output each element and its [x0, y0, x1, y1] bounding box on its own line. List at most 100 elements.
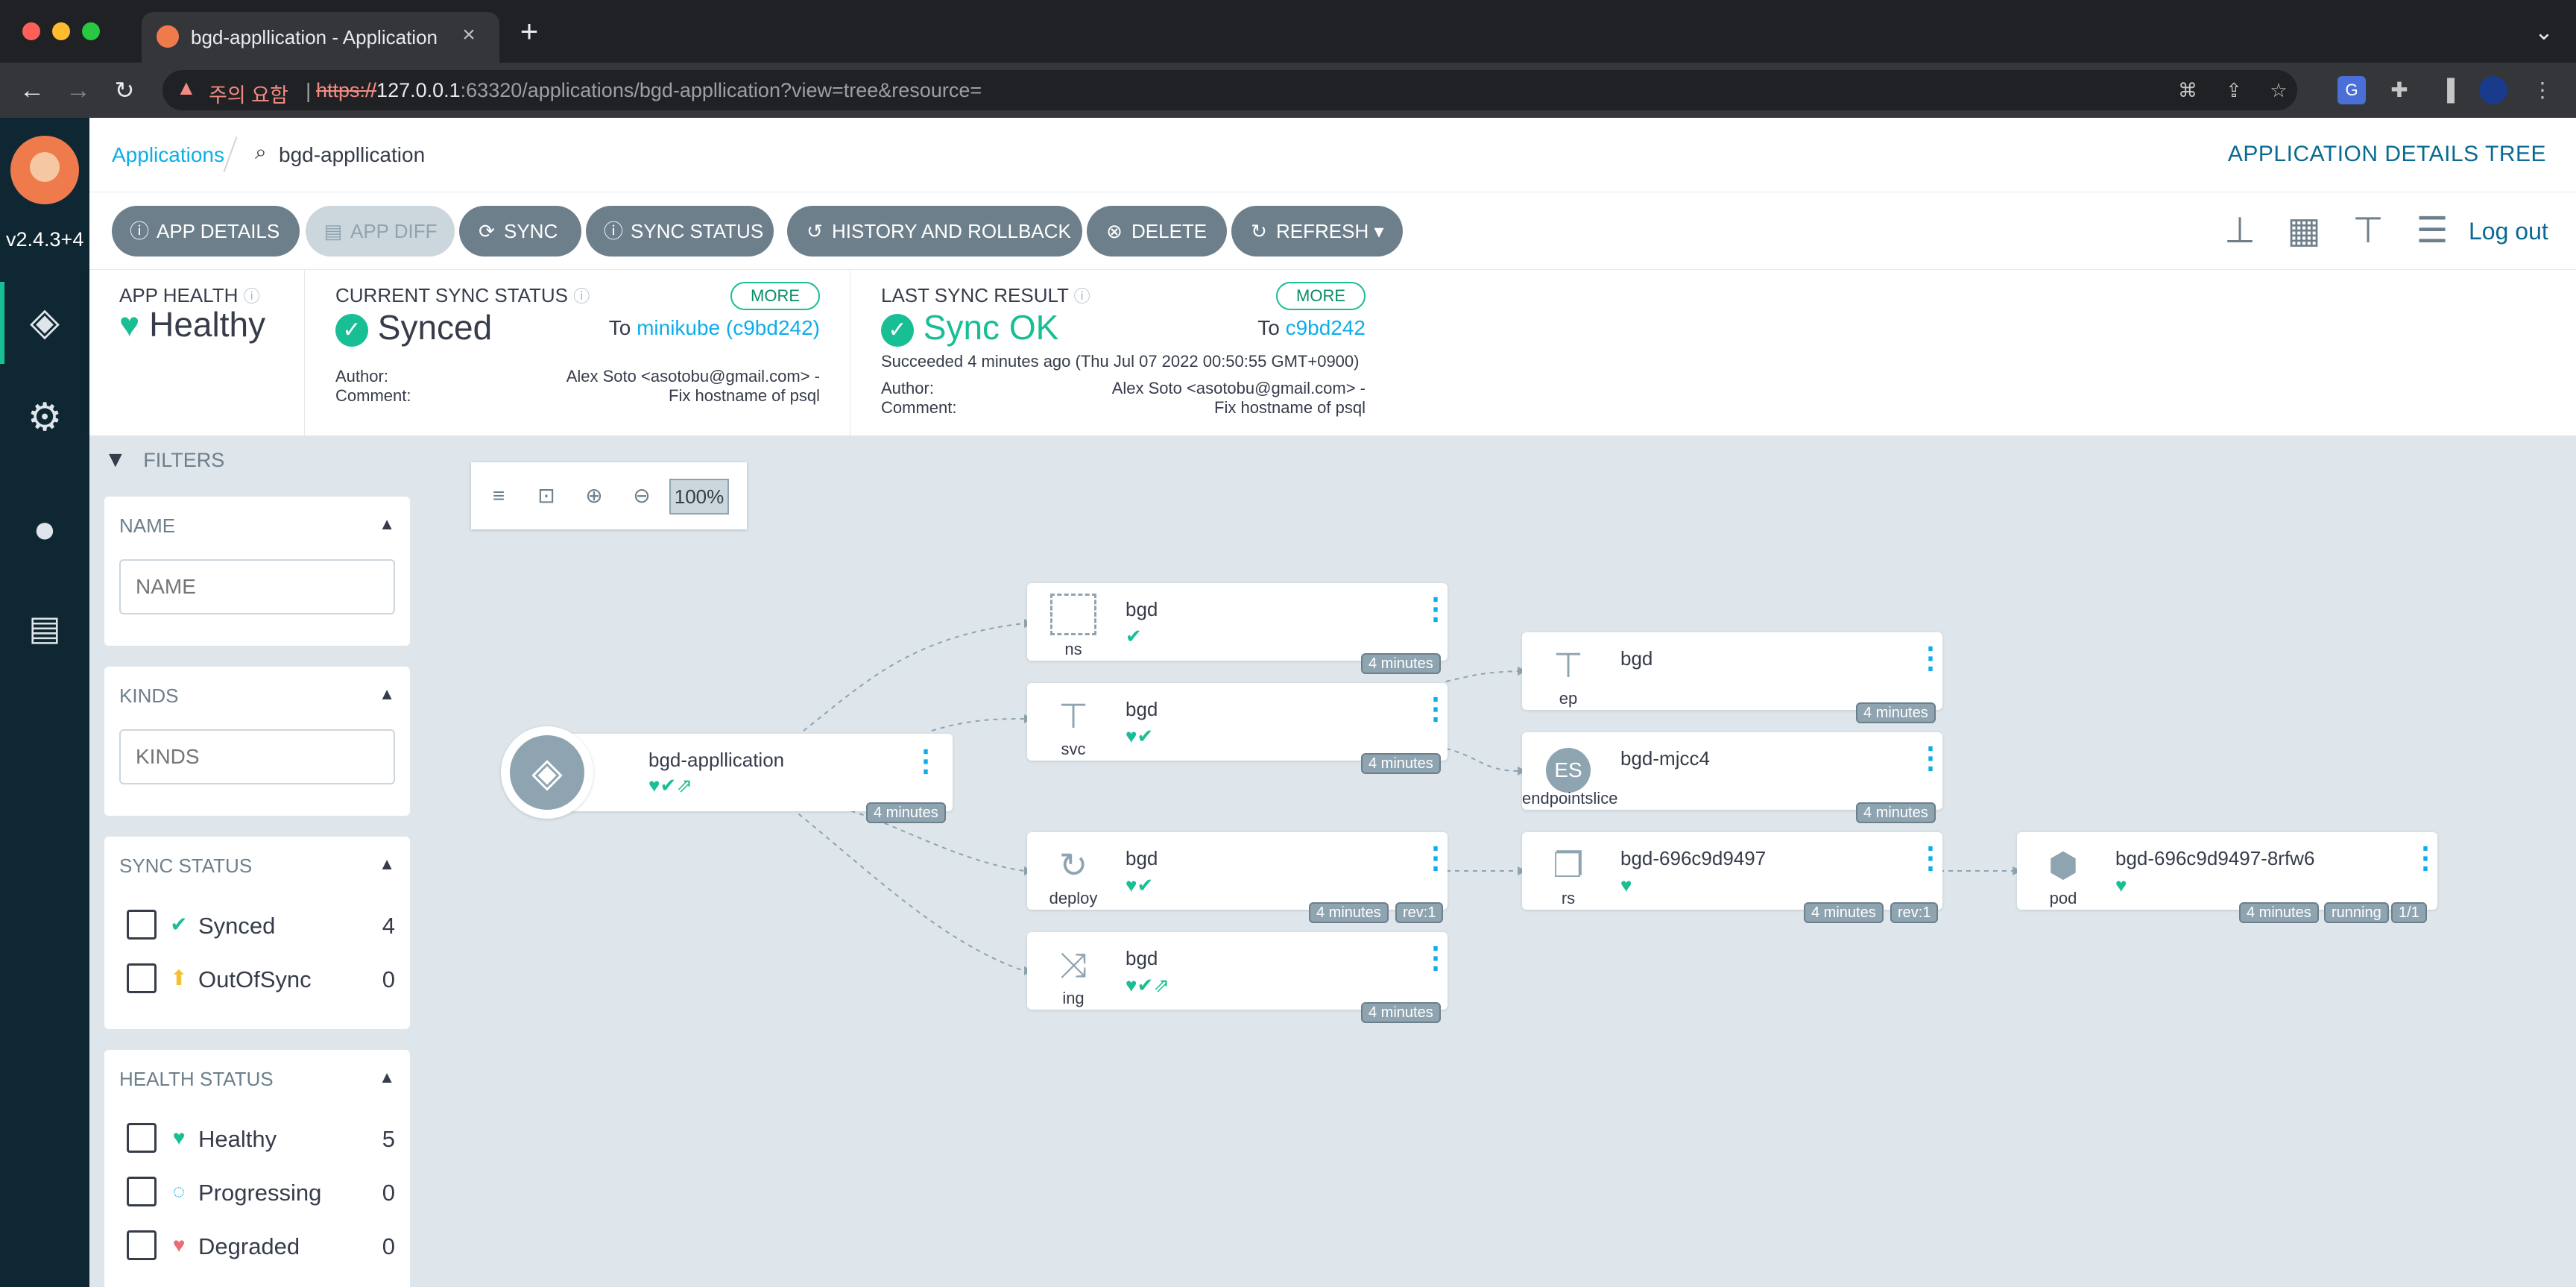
history-rollback-button[interactable]: ↺HISTORY AND ROLLBACK	[787, 206, 1082, 257]
kinds-filter-input[interactable]	[119, 729, 395, 784]
filter-progressing-row[interactable]: ◌ Progressing 0	[127, 1174, 395, 1211]
filter-count: 0	[382, 1233, 395, 1259]
kebab-menu-icon[interactable]: ⋮	[911, 745, 941, 778]
filter-healthy-checkbox[interactable]	[127, 1123, 157, 1153]
fit-screen-icon[interactable]: ⊡	[537, 484, 555, 507]
zoom-out-icon[interactable]: ⊖	[633, 484, 651, 507]
node-ep[interactable]: ⊤ ep bgd ⋮	[1522, 632, 1945, 710]
filter-outofsync-row[interactable]: ⬆ OutOfSync 0	[127, 960, 395, 998]
list-view-icon[interactable]: ☰	[2416, 211, 2449, 251]
collapse-caret-icon[interactable]: ▲	[379, 515, 395, 533]
filters-header[interactable]: ▼ FILTERS	[104, 447, 225, 472]
browser-toolbar: ← → ↻ ▲ 주의 요함 | https://127.0.0.1:63320/…	[0, 63, 2576, 118]
minimize-window-button[interactable]	[52, 22, 70, 40]
user-info-icon[interactable]: ●	[33, 508, 57, 551]
filter-count: 5	[382, 1126, 395, 1152]
filter-degraded-checkbox[interactable]	[127, 1230, 157, 1260]
filters-sidebar: ▼ FILTERS NAME ▲ KINDS ▲ SYNC STATUS ▲ ✔…	[89, 435, 449, 1287]
extensions-puzzle-icon[interactable]: ✚	[2390, 78, 2408, 101]
name-filter-input[interactable]	[119, 559, 395, 614]
network-view-icon[interactable]: ⊤	[2352, 211, 2384, 251]
documentation-book-icon[interactable]: ▤	[28, 608, 61, 647]
current-sync-status-value[interactable]: ✓ Synced	[335, 307, 492, 347]
close-window-button[interactable]	[22, 22, 40, 40]
close-tab-icon[interactable]: ×	[462, 22, 476, 47]
zoom-window-button[interactable]	[82, 22, 100, 40]
health-sync-icons: ♥✔	[1126, 874, 1153, 897]
filter-outofsync-checkbox[interactable]	[127, 963, 157, 993]
search-icon[interactable]: ⌕	[255, 140, 267, 163]
breadcrumb-applications[interactable]: Applications	[112, 143, 224, 166]
forward-arrow-icon[interactable]: →	[66, 76, 91, 104]
reload-icon[interactable]: ↻	[114, 77, 135, 104]
sync-button[interactable]: ⟳SYNC	[459, 206, 581, 257]
refresh-button[interactable]: ↻REFRESH ▾	[1231, 206, 1403, 257]
resource-tree-canvas[interactable]: ≡ ⊡ ⊕ ⊖ 100% bgd-appllication ♥✔⇗ ⋮ ◈ 4 …	[449, 435, 2576, 1287]
kebab-menu-icon[interactable]: ⋮	[1916, 642, 1945, 675]
logout-link[interactable]: Log out	[2469, 218, 2548, 245]
node-kind: endpointslice	[1522, 789, 1618, 808]
applications-layers-icon[interactable]: ◈	[30, 300, 60, 344]
filter-synced-row[interactable]: ✔ Synced 4	[127, 907, 395, 944]
app-node-card[interactable]: bgd-appllication ♥✔⇗ ⋮	[547, 734, 953, 811]
age-tag: 4 minutes	[1856, 702, 1936, 723]
browser-tab[interactable]: bgd-appllication - Application D ×	[142, 12, 499, 63]
kebab-menu-icon[interactable]: ⋮	[1421, 842, 1450, 875]
node-endpointslice[interactable]: ES endpointslice bgd-mjcc4 ⋮	[1522, 732, 1945, 810]
share-icon[interactable]: ⇪	[2226, 79, 2242, 101]
browser-menu-icon[interactable]: ⋮	[2532, 78, 2553, 101]
address-bar[interactable]: ▲ 주의 요함 | https://127.0.0.1:63320/applic…	[162, 70, 2297, 110]
last-sync-result-value[interactable]: ✓ Sync OK	[881, 307, 1058, 347]
node-deploy[interactable]: ↻ deploy bgd ♥✔ ⋮	[1027, 832, 1450, 910]
kebab-menu-icon[interactable]: ⋮	[1421, 593, 1450, 626]
profile-avatar[interactable]	[2479, 76, 2507, 104]
pods-grid-view-icon[interactable]: ▦	[2287, 211, 2321, 251]
app-diff-button[interactable]: ▤APP DIFF	[306, 206, 455, 257]
info-icon: ⓘ	[604, 220, 624, 242]
app-root-node[interactable]: bgd-appllication ♥✔⇗ ⋮ ◈	[501, 726, 953, 819]
node-rs[interactable]: ❐ rs bgd-696c9d9497 ♥ ⋮	[1522, 832, 1945, 910]
argo-logo[interactable]	[10, 136, 79, 204]
sync-more-button[interactable]: MORE	[730, 282, 820, 310]
security-warning-label[interactable]: 주의 요함	[209, 84, 288, 107]
collapse-caret-icon[interactable]: ▲	[379, 1068, 395, 1086]
kebab-menu-icon[interactable]: ⋮	[2411, 842, 2440, 875]
node-kind: deploy	[1049, 889, 1098, 907]
new-tab-icon[interactable]: +	[520, 13, 539, 48]
last-sync-more-button[interactable]: MORE	[1276, 282, 1366, 310]
zoom-level[interactable]: 100%	[669, 479, 729, 515]
align-left-icon[interactable]: ≡	[492, 484, 505, 507]
delete-button[interactable]: ⊗DELETE	[1087, 206, 1227, 257]
url-text[interactable]: https://127.0.0.1:63320/applications/bgd…	[316, 79, 982, 101]
collapse-caret-icon[interactable]: ▲	[379, 685, 395, 703]
node-ing[interactable]: ⤨ ing bgd ♥✔⇗ ⋮	[1027, 932, 1450, 1010]
node-kind: rs	[1561, 889, 1576, 907]
kebab-menu-icon[interactable]: ⋮	[1421, 942, 1450, 975]
settings-gear-icon[interactable]: ⚙	[27, 396, 63, 439]
kebab-menu-icon[interactable]: ⋮	[1916, 742, 1945, 775]
filter-synced-checkbox[interactable]	[127, 910, 157, 940]
translate-icon[interactable]: ⌘	[2178, 79, 2197, 101]
pod-ready-tag: 1/1	[2391, 902, 2427, 923]
app-health-value[interactable]: ♥ Healthy	[119, 305, 266, 344]
zoom-in-icon[interactable]: ⊕	[585, 484, 603, 507]
node-ns[interactable]: ns bgd ✔ ⋮	[1027, 583, 1450, 661]
back-arrow-icon[interactable]: ←	[19, 76, 45, 104]
kebab-menu-icon[interactable]: ⋮	[1916, 842, 1945, 875]
age-tag: 4 minutes	[1856, 802, 1936, 823]
help-icon: ⓘ	[573, 287, 590, 306]
side-panel-icon[interactable]: ▐	[2440, 78, 2455, 101]
kebab-menu-icon[interactable]: ⋮	[1421, 693, 1450, 726]
tree-view-icon[interactable]: ⊥	[2224, 211, 2255, 251]
filter-degraded-row[interactable]: ♥ Degraded 0	[127, 1227, 395, 1265]
collapse-caret-icon[interactable]: ▲	[379, 855, 395, 873]
filter-progressing-checkbox[interactable]	[127, 1177, 157, 1206]
node-pod[interactable]: ⬢ pod bgd-696c9d9497-8rfw6 ♥ ⋮	[2017, 832, 2440, 910]
bookmark-star-icon[interactable]: ☆	[2270, 79, 2288, 101]
filter-healthy-row[interactable]: ♥ Healthy 5	[127, 1120, 395, 1157]
node-svc[interactable]: ⊤ svc bgd ♥✔ ⋮	[1027, 683, 1450, 761]
tab-search-chevron-icon[interactable]: ⌄	[2534, 20, 2554, 45]
google-translate-extension-icon[interactable]: G	[2337, 76, 2366, 104]
